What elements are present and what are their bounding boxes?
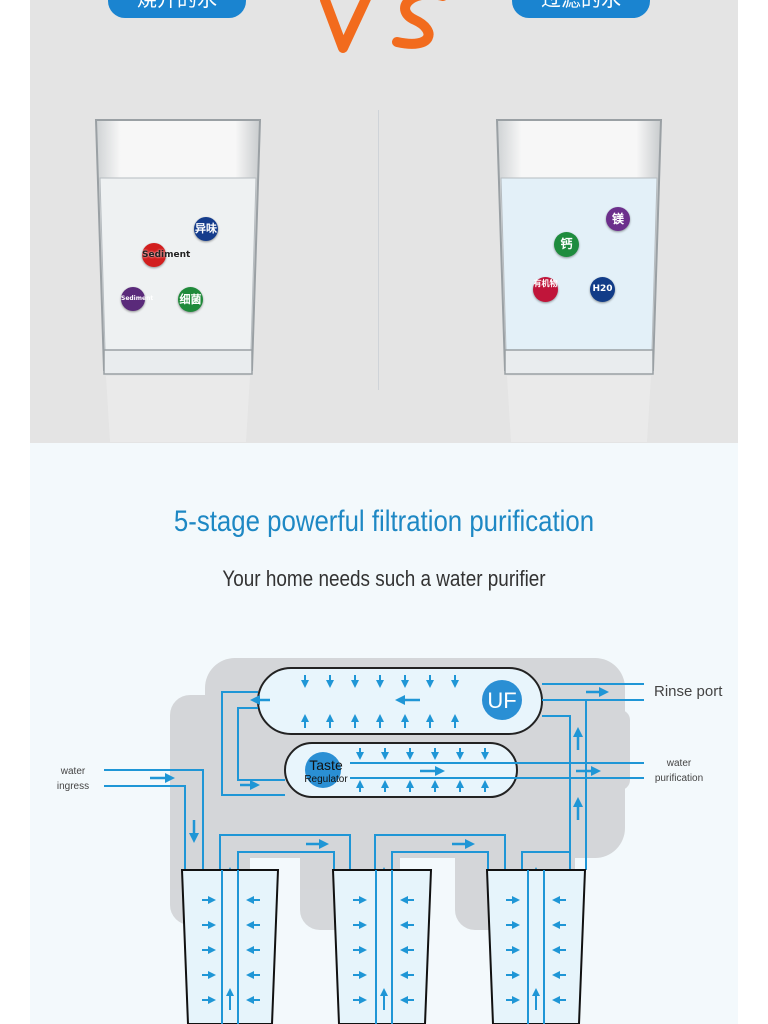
comparison-divider — [378, 110, 379, 390]
odor-particle: 异味 — [194, 217, 218, 241]
sediment-particle-small: Sediment — [121, 287, 153, 311]
water-ingress-label-1: water — [60, 766, 86, 777]
boiled-water-label-pill: 烧开的水 — [108, 0, 246, 18]
filtration-diagram: UF Taste Regulator — [104, 658, 644, 1024]
calcium-particle: 钙 — [554, 232, 579, 257]
h2o-particle: H20 — [590, 277, 615, 302]
filtration-subtitle: Your home needs such a water purifier — [222, 566, 546, 591]
filtration-title: 5-stage powerful filtration purification — [173, 505, 595, 538]
sediment-particle: Sediment — [142, 243, 190, 267]
boiled-water-glass — [94, 119, 262, 442]
filtered-water-glass — [495, 119, 663, 442]
organic-matter-particle: 有机物 — [533, 277, 558, 302]
rinse-port-label: Rinse port — [654, 683, 723, 700]
water-ingress-label-2: ingress — [56, 781, 90, 792]
filtered-water-label: 过滤的水 — [512, 0, 650, 18]
regulator-label: Regulator — [304, 774, 348, 785]
magnesium-particle: 镁 — [606, 207, 630, 231]
water-purification-label-2: purification — [654, 773, 704, 784]
water-purification-label-1: water — [666, 758, 692, 769]
bacteria-particle: 细菌 — [178, 287, 203, 312]
uf-label: UF — [487, 688, 516, 713]
vs-icon — [320, 0, 446, 53]
taste-label: Taste — [309, 757, 343, 773]
